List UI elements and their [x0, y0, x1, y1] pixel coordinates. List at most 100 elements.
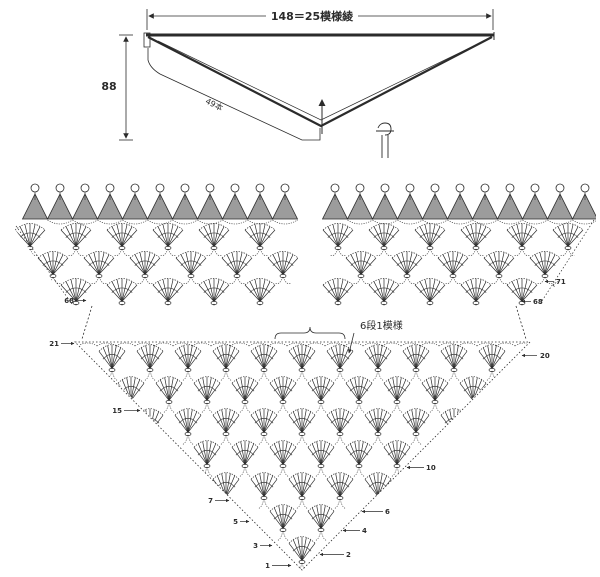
- row-label-top-left-68: 68: [64, 297, 87, 305]
- stitch-tick: [580, 263, 584, 266]
- stitch-tick: [172, 233, 176, 236]
- fan-motif: [288, 536, 316, 564]
- treble-stitch: [167, 284, 184, 302]
- treble-stitch: [225, 475, 236, 497]
- chain-loop: [168, 402, 176, 413]
- treble-stitch: [468, 377, 474, 401]
- stitch-tick: [261, 232, 265, 234]
- treble-stitch: [387, 379, 398, 401]
- stitch-tick: [156, 356, 160, 360]
- treble-stitch: [297, 537, 303, 561]
- chain-arc: [106, 223, 138, 231]
- treble-stitch: [387, 443, 398, 465]
- stitch-tick: [466, 387, 470, 389]
- stitch-tick: [272, 263, 276, 266]
- chain-loop: [360, 276, 370, 285]
- treble-stitch: [187, 411, 198, 433]
- treble-stitch: [429, 224, 436, 247]
- stitch-tick: [314, 387, 318, 389]
- fan-motif: [175, 251, 207, 278]
- chain-loop: [497, 219, 523, 225]
- chain-loop: [181, 370, 189, 381]
- treble-stitch: [320, 383, 335, 401]
- chain-loop: [582, 276, 592, 285]
- treble-stitch: [383, 229, 400, 247]
- chain-arc: [506, 278, 538, 286]
- treble-stitch: [282, 257, 298, 275]
- stitch-tick: [387, 388, 391, 392]
- treble-stitch: [282, 379, 293, 401]
- chain-arc: [345, 251, 377, 259]
- treble-stitch: [506, 284, 523, 302]
- treble-stitch: [368, 411, 379, 433]
- treble-stitch: [98, 351, 113, 369]
- treble-stitch: [320, 379, 331, 401]
- treble-stitch: [244, 229, 261, 247]
- stitch-tick: [232, 484, 236, 488]
- stitch-tick: [479, 388, 483, 392]
- treble-stitch: [288, 543, 303, 561]
- chain-loop: [409, 370, 417, 381]
- treble-stitch: [516, 279, 523, 302]
- stitch-tick: [117, 232, 121, 234]
- treble-stitch: [213, 226, 225, 247]
- stitch-tick: [276, 451, 280, 453]
- base-stitch: [146, 432, 154, 436]
- treble-stitch: [24, 224, 31, 247]
- picot-loop: [105, 183, 115, 193]
- stitch-tick: [373, 235, 377, 238]
- edge-triangle: [196, 193, 224, 220]
- chain-arc: [307, 504, 335, 512]
- fan-motif: [368, 278, 400, 305]
- stitch-tick: [143, 419, 147, 421]
- chain-arc: [322, 278, 354, 286]
- stitch-tick: [286, 451, 290, 453]
- stitch-tick: [117, 287, 121, 289]
- fan-motif: [152, 278, 184, 305]
- chain-loop: [149, 434, 157, 445]
- treble-stitch: [282, 507, 293, 529]
- stitch-tick: [403, 452, 407, 456]
- chain-loop: [149, 370, 157, 381]
- chain-loop: [301, 562, 309, 571]
- chain-loop: [547, 219, 573, 225]
- stitch-tick: [286, 387, 290, 389]
- chain-loop: [409, 434, 417, 445]
- picot-loop: [130, 183, 140, 193]
- treble-stitch: [475, 224, 482, 247]
- treble-stitch: [202, 441, 208, 465]
- treble-stitch: [460, 284, 477, 302]
- chain-loop: [159, 248, 169, 257]
- stitch-tick: [232, 420, 236, 424]
- stitch-tick: [157, 290, 161, 293]
- chain-loop: [172, 342, 193, 347]
- chain-arc: [221, 251, 253, 259]
- treble-stitch: [460, 229, 477, 247]
- stitch-tick: [379, 232, 383, 234]
- stitch-tick: [526, 233, 530, 236]
- stitch-tick: [517, 287, 521, 289]
- treble-stitch: [402, 415, 417, 433]
- stitch-tick: [159, 388, 163, 392]
- stitch-tick: [157, 235, 161, 238]
- picot-loop: [30, 183, 40, 193]
- fan-motif: [368, 223, 400, 250]
- fan-motif: [326, 344, 354, 372]
- treble-stitch: [259, 345, 265, 369]
- fan-motif: [288, 344, 316, 372]
- treble-stitch: [478, 351, 493, 369]
- chain-loop: [167, 303, 177, 306]
- treble-stitch: [98, 257, 115, 275]
- treble-stitch: [193, 447, 208, 465]
- stitch-tick: [345, 290, 349, 293]
- treble-stitch: [377, 351, 392, 369]
- chain-loop: [337, 303, 347, 306]
- treble-stitch: [140, 347, 151, 369]
- edge-triangle: [546, 193, 574, 220]
- svg-text:3: 3: [253, 542, 258, 550]
- stitch-tick: [333, 355, 337, 357]
- stitch-tick: [526, 288, 530, 291]
- stitch-tick: [83, 290, 87, 293]
- treble-stitch: [254, 347, 265, 369]
